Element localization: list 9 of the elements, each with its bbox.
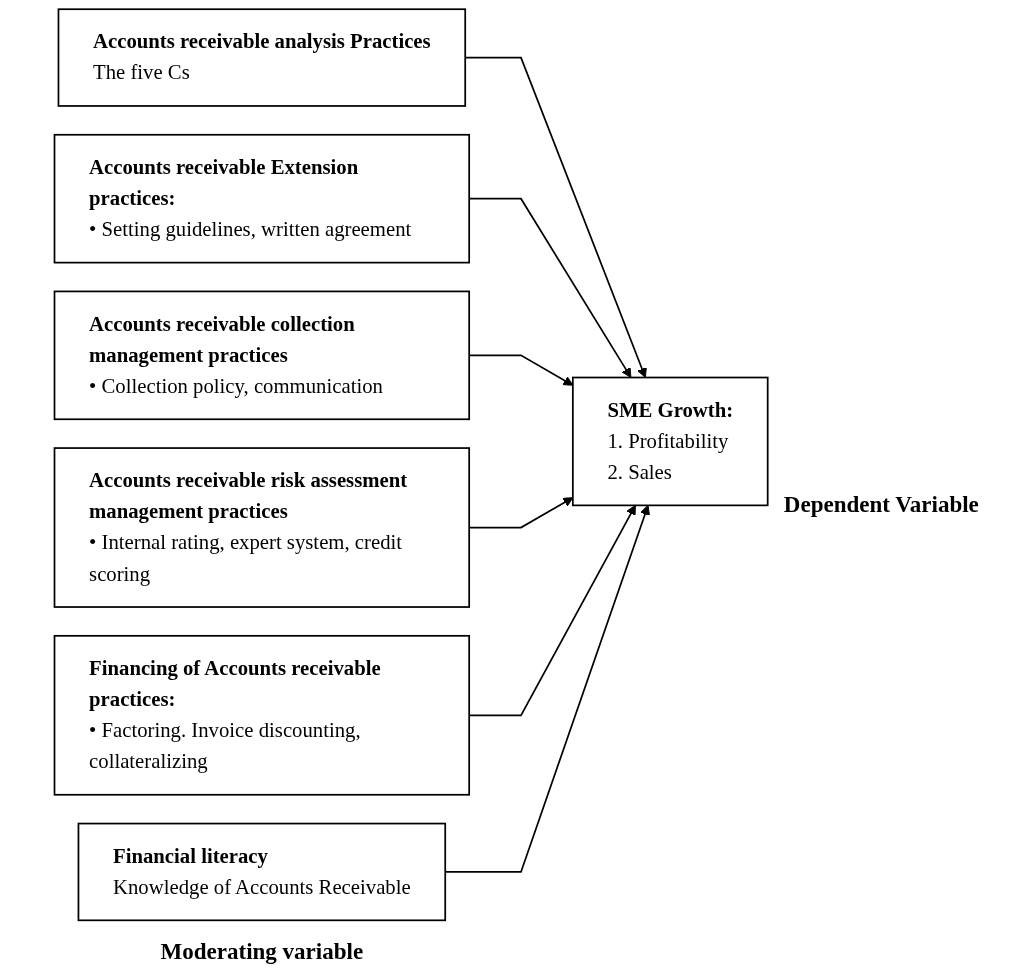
- node-box: Accounts receivable Extension practices: • Setting guidelines, written agreement: [53, 133, 471, 264]
- node-box: Accounts receivable risk assessment management practices • Internal rating, expert system, credit scoring: [53, 447, 471, 608]
- variable-caption: Moderating variable: [160, 938, 364, 965]
- node-box: Accounts receivable analysis Practices The five Cs: [57, 8, 467, 107]
- node-box: Accounts receivable collection management practices • Collection policy, communication: [53, 290, 471, 421]
- node-box: Financial literacy Knowledge of Accounts Receivable: [77, 822, 447, 922]
- node-box: Financing of Accounts receivable practices: • Factoring. Invoice discounting, collateralizing: [53, 634, 471, 796]
- node-box: SME Growth: 1. Profitability 2. Sales: [571, 376, 769, 507]
- variable-caption: Dependent Variable: [783, 491, 979, 518]
